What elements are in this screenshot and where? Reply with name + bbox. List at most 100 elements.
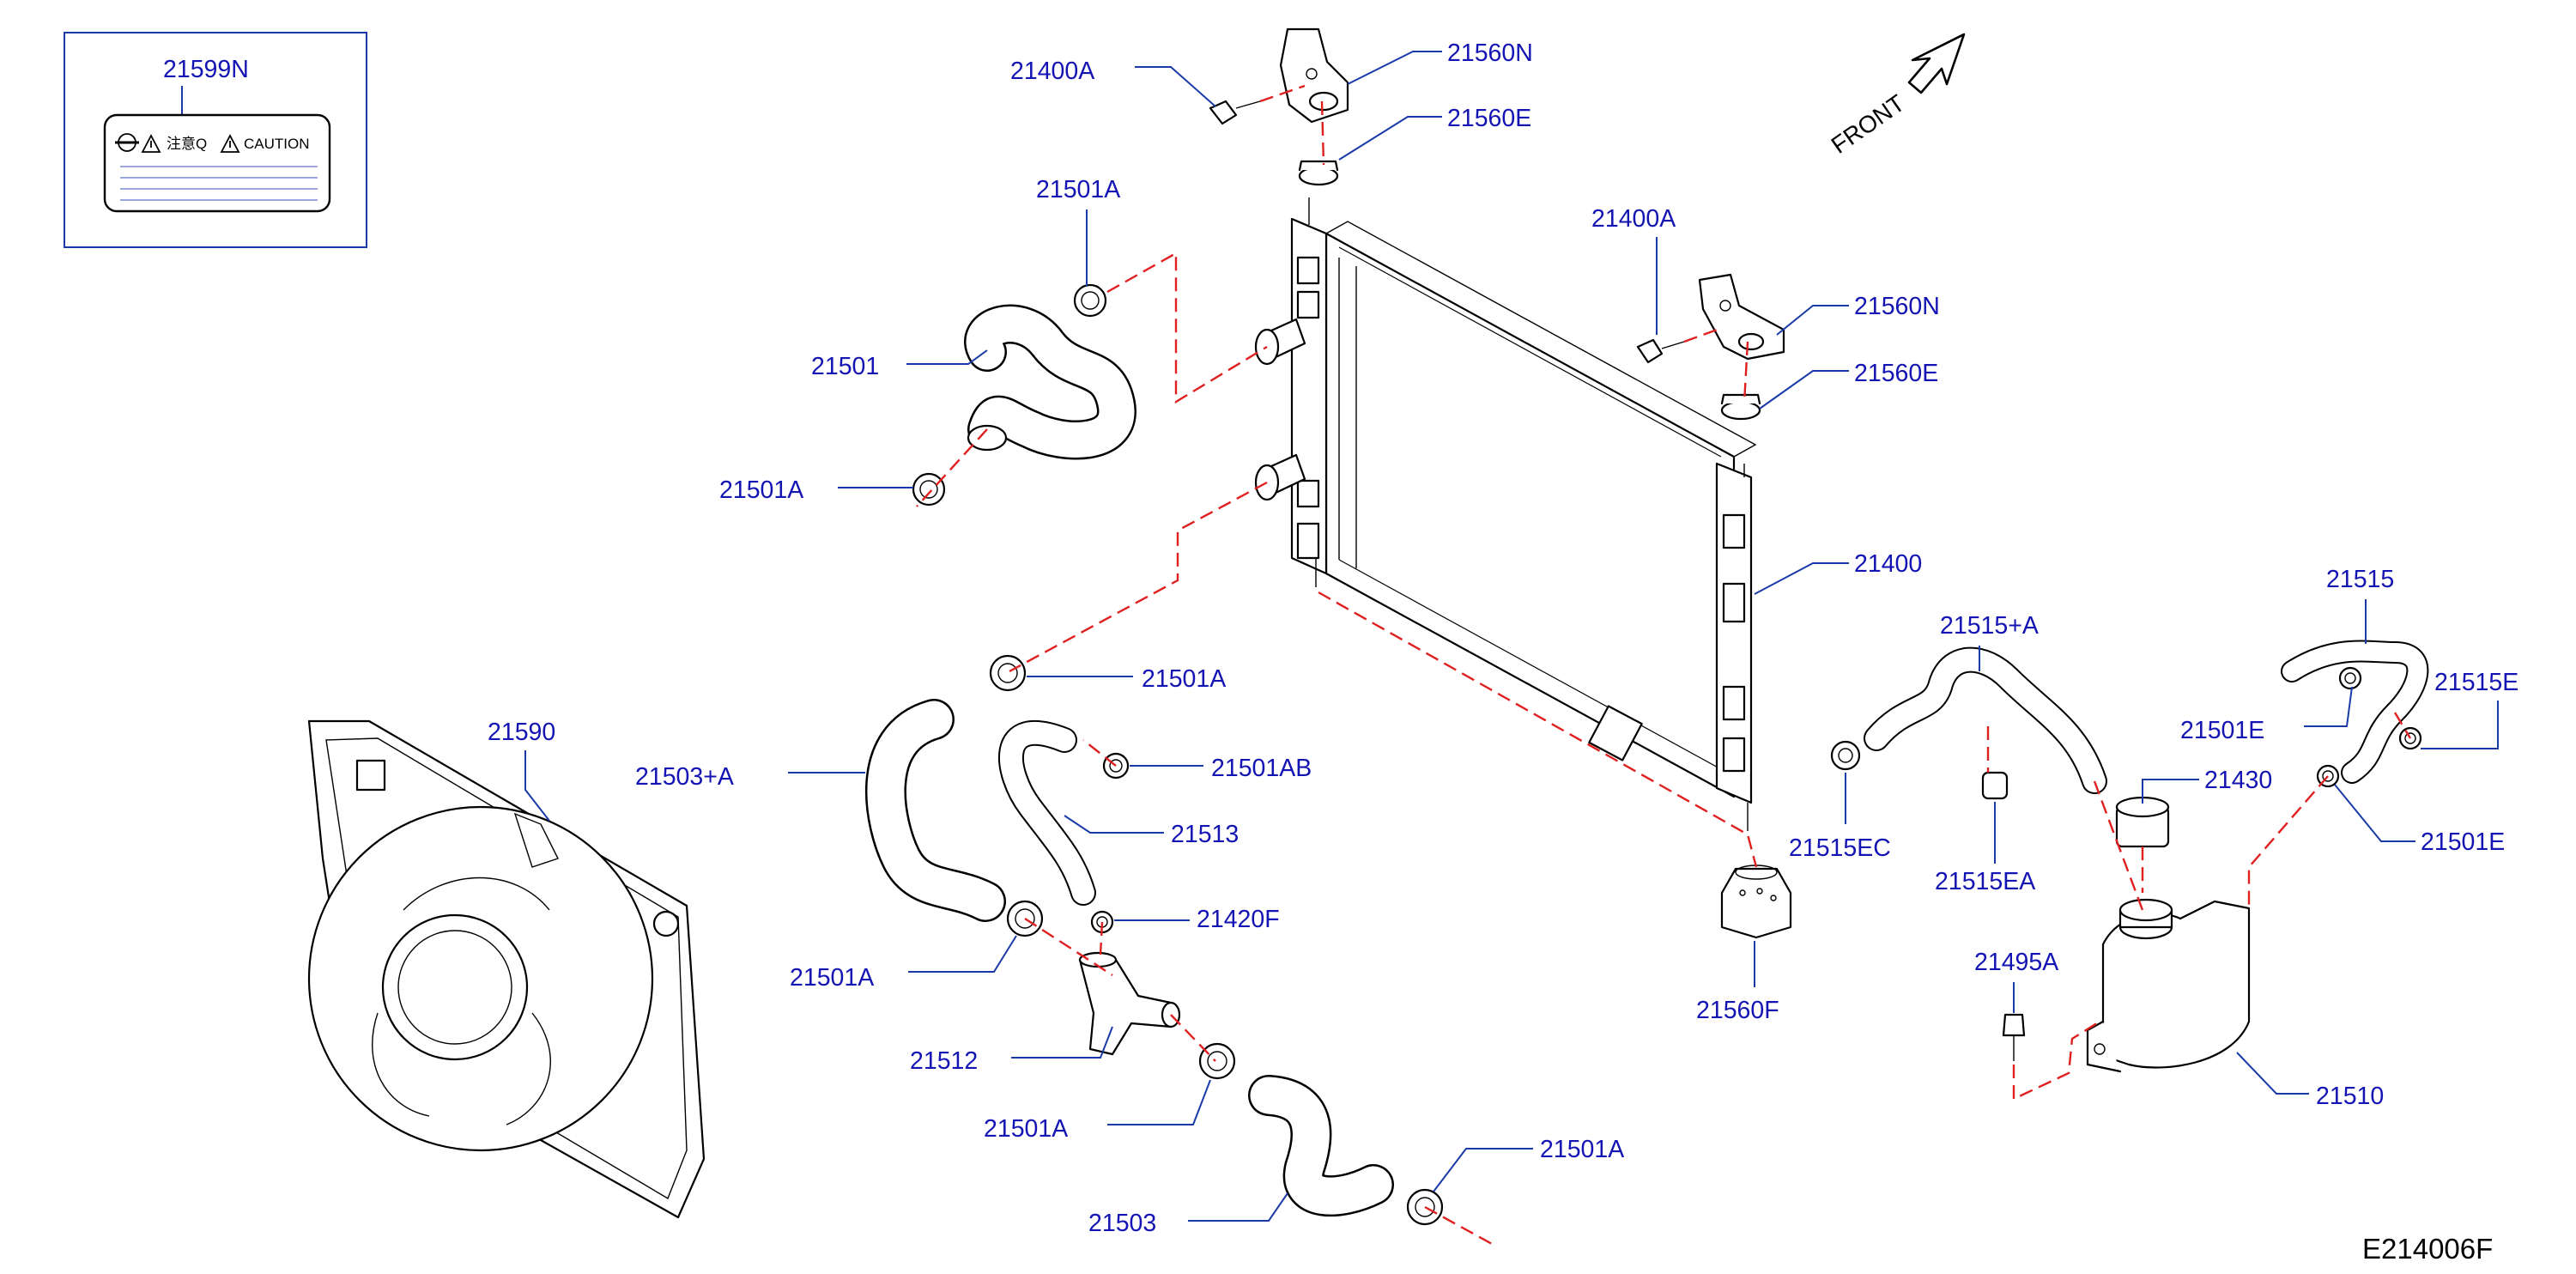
callout-21560f: 21560F — [1696, 941, 1779, 1024]
svg-text:21513: 21513 — [1171, 821, 1239, 848]
callout-21430: 21430 — [2142, 767, 2272, 804]
caution-label-inset: 21599N 注意Q CAUTION — [64, 32, 367, 248]
svg-text:21515E: 21515E — [2434, 669, 2518, 696]
reservoir-hose — [1864, 646, 2107, 794]
callout-21495a: 21495A — [1974, 949, 2058, 1013]
svg-text:21430: 21430 — [2204, 767, 2272, 794]
svg-text:21503+A: 21503+A — [635, 763, 734, 791]
svg-text:21501E: 21501E — [2180, 717, 2264, 744]
svg-text:21512: 21512 — [910, 1047, 978, 1075]
svg-text:21501AB: 21501AB — [1211, 755, 1312, 782]
lower-hose-lower-section — [1248, 1075, 1394, 1217]
callout-21501a-mid: 21501A — [1027, 665, 1226, 693]
svg-text:21400A: 21400A — [1010, 58, 1094, 85]
callout-21501a-upper-lower: 21501A — [719, 476, 913, 504]
reservoir-cap — [2115, 796, 2170, 848]
front-direction-indicator: FRONT — [1827, 33, 1966, 159]
svg-text:21560F: 21560F — [1696, 997, 1779, 1024]
callout-21400a-right: 21400A — [1591, 205, 1676, 335]
svg-text:21495A: 21495A — [1974, 949, 2058, 976]
callout-21513: 21513 — [1064, 815, 1239, 848]
svg-text:21400: 21400 — [1854, 550, 1922, 578]
callout-21420f: 21420F — [1114, 906, 1280, 933]
callout-21503: 21503 — [1088, 1192, 1288, 1237]
svg-text:21501A: 21501A — [984, 1115, 1068, 1143]
svg-text:21501A: 21501A — [790, 964, 874, 992]
brand-logo-icon — [115, 133, 139, 152]
callout-21400a-top: 21400A — [1010, 58, 1216, 107]
hose-clamp — [989, 654, 1027, 692]
radiator — [1254, 197, 1757, 831]
callout-21560n-top: 21560N — [1347, 39, 1533, 85]
svg-text:21510: 21510 — [2316, 1083, 2384, 1110]
callout-21501a-left: 21501A — [790, 935, 1017, 992]
callout-21501e-lower: 21501E — [2334, 784, 2505, 856]
svg-text:21560N: 21560N — [1447, 39, 1533, 67]
callout-21515ea: 21515EA — [1935, 802, 2035, 895]
diagram-reference-code: E214006F — [2362, 1233, 2493, 1265]
svg-text:21420F: 21420F — [1197, 906, 1280, 933]
svg-text:21501A: 21501A — [1036, 176, 1120, 203]
callout-21515ec: 21515EC — [1789, 773, 1891, 862]
svg-text:21515EC: 21515EC — [1789, 834, 1891, 862]
upper-radiator-hose — [964, 304, 1136, 460]
callout-21560n-right: 21560N — [1776, 293, 1940, 336]
warning-triangle-icon — [141, 134, 161, 153]
callout-21560e-right: 21560E — [1759, 360, 1938, 410]
callouts: 21400A 21560N 21560E 21501A 21501 21501A… — [488, 39, 2518, 1237]
caution-notice-text: 注意Q — [167, 136, 207, 152]
svg-text:21501A: 21501A — [719, 476, 803, 504]
connection-lines — [916, 84, 2412, 1247]
svg-text:21515EA: 21515EA — [1935, 868, 2035, 895]
hose-clamp — [1830, 740, 1861, 771]
hose-clamp — [1981, 771, 2009, 800]
callout-21515: 21515 — [2326, 566, 2394, 644]
lower-mount-rubber — [1720, 864, 1792, 939]
svg-text:21501A: 21501A — [1142, 665, 1226, 693]
callout-21515-a: 21515+A — [1940, 612, 2039, 671]
hose-clamp — [1073, 283, 1107, 318]
svg-text:21501A: 21501A — [1540, 1136, 1624, 1163]
svg-text:21590: 21590 — [488, 719, 555, 746]
overflow-hose — [2281, 640, 2429, 784]
callout-21501a-upper: 21501A — [1036, 176, 1120, 287]
svg-text:21515: 21515 — [2326, 566, 2394, 593]
callout-21400: 21400 — [1754, 550, 1922, 595]
hose-connector — [1078, 951, 1181, 1056]
callout-21512: 21512 — [910, 1026, 1113, 1075]
svg-text:21560E: 21560E — [1447, 105, 1531, 132]
bypass-hose — [998, 719, 1096, 906]
warning-triangle-icon — [220, 134, 240, 153]
callout-21515e: 21515E — [2421, 669, 2518, 749]
callout-21560e-top: 21560E — [1338, 105, 1531, 161]
svg-text:21515+A: 21515+A — [1940, 612, 2039, 640]
upper-bracket-right — [1636, 273, 1785, 421]
lower-hose-upper-section — [864, 699, 1006, 922]
callout-21501: 21501 — [811, 349, 988, 380]
front-label: FRONT — [1827, 89, 1910, 159]
callout-21590: 21590 — [488, 719, 555, 822]
caution-text: CAUTION — [244, 136, 310, 152]
hose-clamp — [2338, 666, 2362, 690]
callout-21503-a: 21503+A — [635, 763, 865, 791]
coolant-reservoir-tank — [2086, 898, 2251, 1073]
svg-text:21501E: 21501E — [2421, 828, 2505, 856]
caution-sticker — [103, 113, 331, 213]
svg-text:21560E: 21560E — [1854, 360, 1938, 387]
svg-text:21503: 21503 — [1088, 1210, 1156, 1237]
callout-21501e-upper: 21501E — [2180, 686, 2353, 744]
svg-text:21560N: 21560N — [1854, 293, 1940, 320]
reservoir-bolt — [2002, 1013, 2026, 1061]
callout-21501ab: 21501AB — [1130, 755, 1312, 782]
callout-21510: 21510 — [2236, 1052, 2384, 1110]
upper-bracket-left — [1209, 27, 1349, 186]
callout-21501a-bottom: 21501A — [1433, 1136, 1624, 1192]
svg-text:21400A: 21400A — [1591, 205, 1676, 233]
front-arrow-icon — [1907, 33, 1966, 94]
callout-21501a-lower-left: 21501A — [984, 1079, 1211, 1143]
hose-clamp — [912, 472, 946, 507]
svg-text:21501: 21501 — [811, 353, 879, 380]
cooling-fan-assembly — [307, 719, 706, 1219]
callout-21599n: 21599N — [163, 56, 249, 83]
